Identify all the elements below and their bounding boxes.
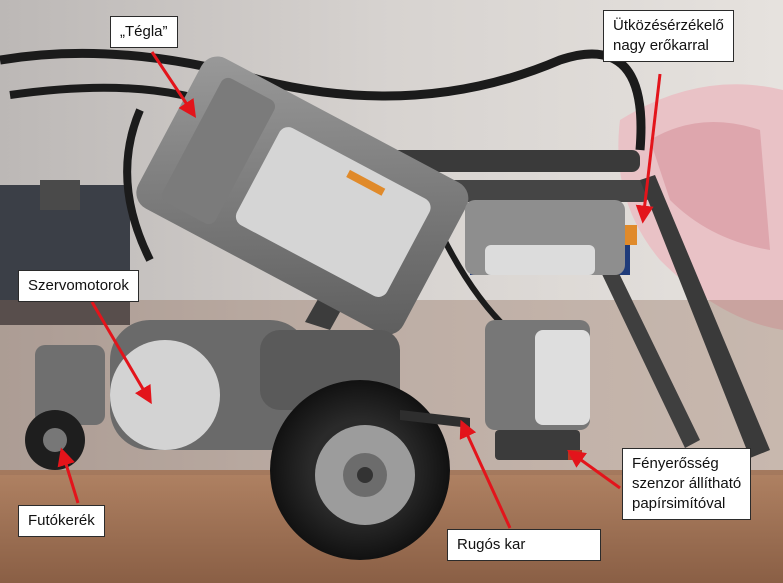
label-light-sensor-line3: papírsimítóval — [632, 495, 726, 512]
label-spring-arm-text: Rugós kar — [457, 536, 526, 553]
label-servo-motors: Szervomotorok — [18, 270, 139, 302]
label-touch-sensor-line2: nagy erőkarral — [613, 37, 709, 54]
light-sensor — [485, 320, 590, 460]
label-brick: „Tégla” — [110, 16, 178, 48]
main-wheel — [270, 380, 450, 560]
label-light-sensor-line2: szenzor állítható — [632, 475, 742, 492]
label-touch-sensor-line1: Ütközésérzékelő — [613, 17, 724, 34]
nxt-brick — [136, 56, 469, 335]
label-spring-arm: Rugós kar — [447, 529, 601, 561]
label-brick-text: „Tégla” — [120, 23, 168, 40]
label-touch-sensor: Ütközésérzékelő nagy erőkarral — [603, 10, 734, 62]
label-servo-motors-text: Szervomotorok — [28, 277, 129, 294]
label-light-sensor-line1: Fényerősség — [632, 455, 719, 472]
spring-arm — [400, 410, 470, 428]
label-light-sensor: Fényerősség szenzor állítható papírsimít… — [622, 448, 752, 520]
callout-arrows — [57, 51, 662, 529]
label-caster-wheel: Futókerék — [18, 505, 105, 537]
label-caster-wheel-text: Futókerék — [28, 512, 95, 529]
